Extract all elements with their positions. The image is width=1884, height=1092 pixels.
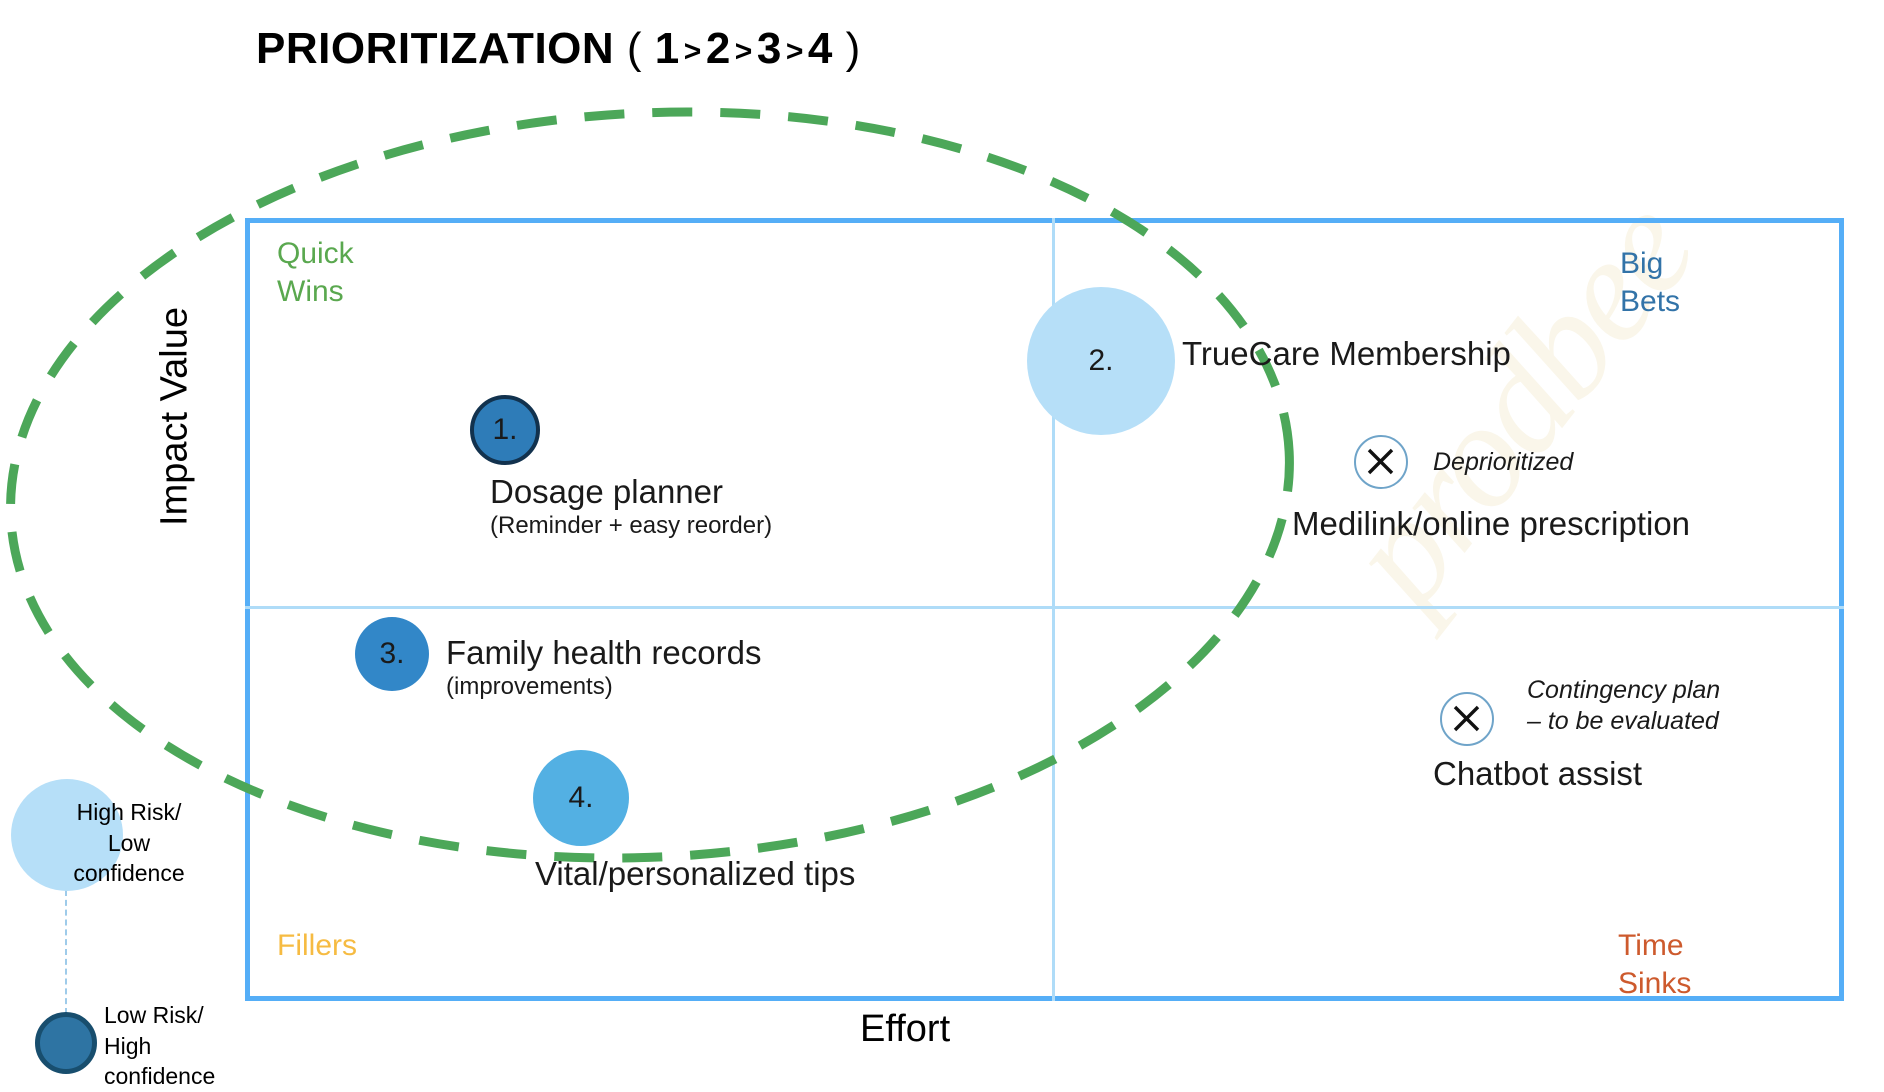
legend-label-high-risk: High Risk/ Low confidence: [73, 799, 185, 887]
title-sep-1: >: [683, 35, 702, 68]
item-label-chatbot: Chatbot assist: [1433, 755, 1642, 794]
page-title: PRIORITIZATION ( 1>2>3>4 ): [256, 24, 861, 74]
item-title-2: TrueCare Membership: [1182, 335, 1511, 372]
legend-connector-line: [65, 890, 67, 1014]
close-icon-deprioritized[interactable]: [1354, 435, 1408, 489]
legend-bubble-high-risk: [11, 779, 123, 891]
title-order-3: 3: [756, 24, 782, 73]
title-open-paren: (: [626, 24, 643, 73]
bubble-rank-4: 4.: [568, 781, 594, 814]
title-close-paren: ): [845, 24, 861, 73]
title-order-2: 2: [705, 24, 731, 73]
item-label-2: TrueCare Membership: [1182, 335, 1511, 374]
x-glyph: [1367, 448, 1394, 475]
matrix-horizontal-divider: [245, 606, 1844, 609]
legend-label-low-risk: Low Risk/ High confidence: [104, 1002, 216, 1090]
title-order-1: 1: [654, 24, 680, 73]
item-label-1: Dosage planner (Reminder + easy reorder): [490, 473, 772, 541]
bubble-rank-3: 3.: [379, 637, 405, 670]
bubble-rank-1: 1.: [492, 413, 518, 446]
item-label-3: Family health records (improvements): [446, 634, 761, 702]
note-deprioritized: Deprioritized: [1433, 448, 1574, 476]
bubble-rank-2: 2.: [1088, 344, 1114, 377]
item-label-medilink: Medilink/online prescription: [1292, 505, 1690, 544]
item-subtitle-3: (improvements): [446, 672, 613, 700]
item-title-medilink: Medilink/online prescription: [1292, 505, 1691, 542]
title-sep-2: >: [734, 35, 753, 68]
item-title-chatbot: Chatbot assist: [1433, 755, 1643, 792]
x-glyph: [1453, 705, 1480, 732]
axis-label-impact-value: Impact Value: [153, 307, 196, 526]
quadrant-label-big-bets: Big Bets: [1620, 247, 1681, 318]
bubble-item-1[interactable]: 1.: [470, 395, 540, 465]
quadrant-label-fillers: Fillers: [277, 929, 357, 962]
quadrant-label-time-sinks: Time Sinks: [1618, 929, 1692, 1000]
item-title-1: Dosage planner: [490, 473, 723, 510]
title-sep-3: >: [785, 35, 804, 68]
item-title-3: Family health records: [446, 634, 762, 671]
quadrant-label-quick-wins: Quick Wins: [277, 237, 354, 308]
page-title-main: PRIORITIZATION: [256, 24, 615, 73]
axis-label-effort: Effort: [860, 1008, 951, 1050]
item-title-4: Vital/personalized tips: [535, 855, 856, 892]
bubble-item-3[interactable]: 3.: [355, 617, 429, 691]
bubble-item-4[interactable]: 4.: [533, 750, 629, 846]
item-subtitle-1: (Reminder + easy reorder): [490, 511, 773, 539]
close-icon-contingency[interactable]: [1440, 692, 1494, 746]
legend-bubble-low-risk: [35, 1012, 97, 1074]
item-label-4: Vital/personalized tips: [535, 855, 855, 894]
title-order-4: 4: [807, 24, 833, 73]
note-contingency-plan: Contingency plan – to be evaluated: [1527, 676, 1721, 736]
bubble-item-2[interactable]: 2.: [1027, 287, 1175, 435]
